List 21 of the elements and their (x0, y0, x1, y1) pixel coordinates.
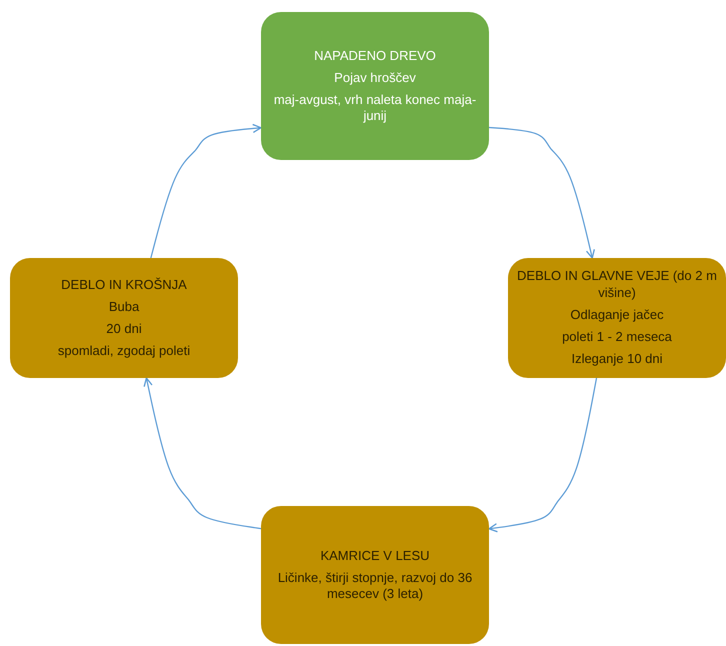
stage-text: Ličinke, štirji stopnje, razvoj do 36 mesecev (3 leta) (276, 570, 474, 602)
stage-text: maj-avgust, vrh naleta konec maja-junij (272, 92, 478, 124)
arrow (144, 377, 262, 530)
stage-title: DEBLO IN GLAVNE VEJE (do 2 m višine) (516, 268, 718, 301)
stage-text: poleti 1 - 2 meseca (562, 329, 672, 346)
arrow (488, 378, 598, 532)
stage-text: Buba (108, 298, 140, 315)
stage-text: 20 dni (106, 321, 142, 338)
arrow (488, 126, 595, 259)
stage-text: Pojav hroščev (334, 70, 416, 86)
stage-title: KAMRICE V LESU (320, 548, 430, 564)
stage-text: Odlaganje jačec (570, 306, 664, 324)
stage-box (261, 12, 489, 160)
arrow (150, 124, 262, 258)
stage-box (261, 506, 489, 644)
stage-title: DEBLO IN KROŠNJA (61, 276, 187, 293)
stage-text: spomladi, zgodaj poleti (58, 343, 190, 360)
stage-text: Izleganje 10 dni (571, 351, 663, 368)
stage-box (10, 258, 238, 378)
stage-title: NAPADENO DREVO (314, 48, 436, 64)
stage-box (508, 258, 726, 378)
